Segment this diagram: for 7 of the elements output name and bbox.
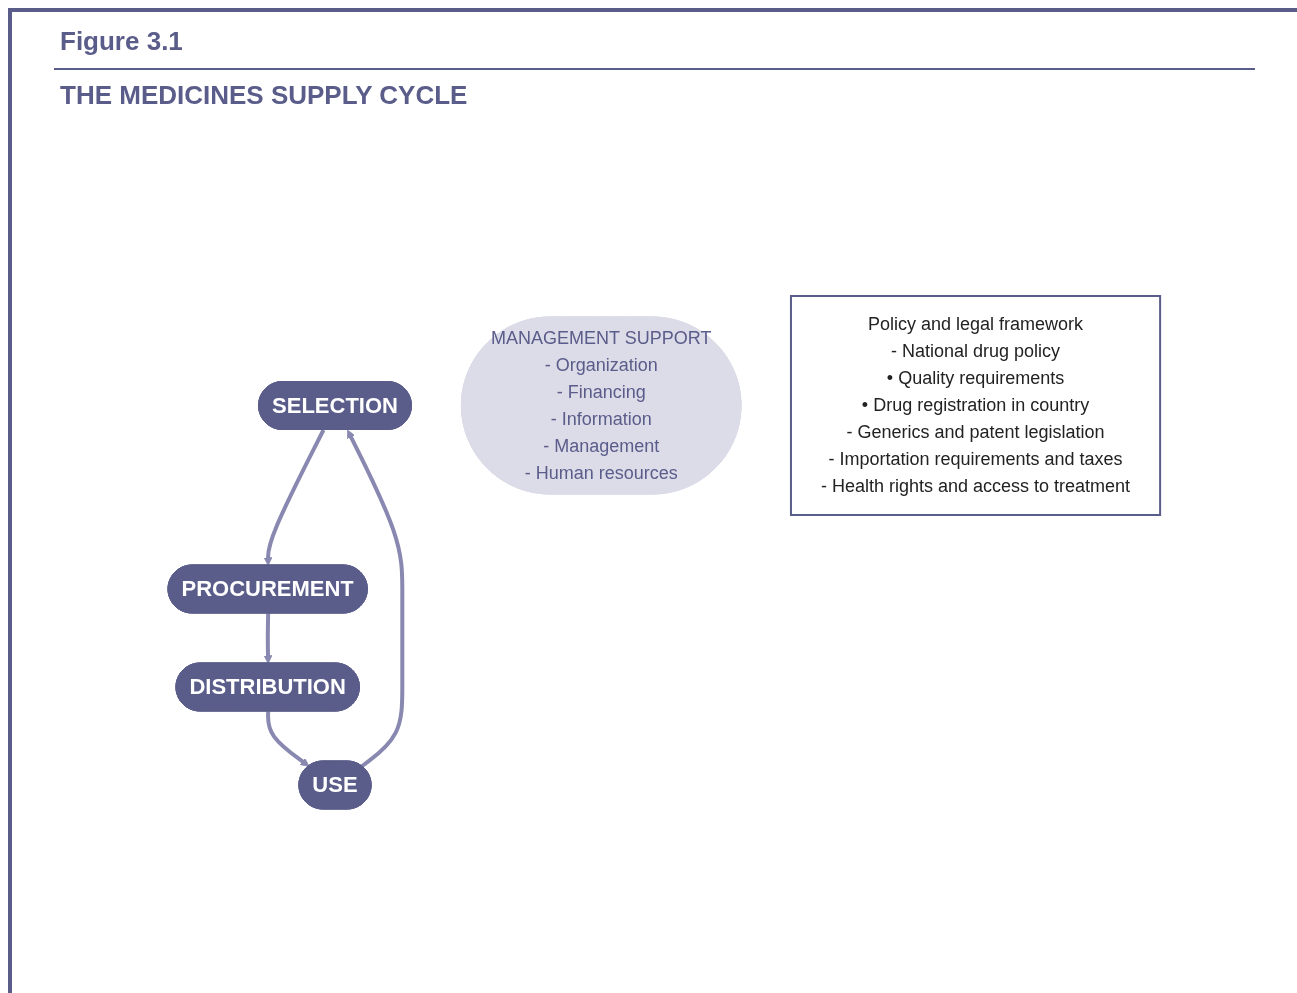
node-box: Policy and legal framework - National drug policy • Quality requirements • Drug registration in country - Generics and patent legislation - Importation requirements and taxes - Health rights and access to treatment: [790, 295, 1162, 516]
arrow: [264, 613, 273, 664]
arrow: [347, 429, 405, 768]
figure-number: Figure 3.1: [60, 26, 183, 57]
arrow: [266, 711, 310, 767]
arrow: [264, 429, 326, 566]
diagram-title: THE MEDICINES SUPPLY CYCLE: [60, 80, 468, 111]
